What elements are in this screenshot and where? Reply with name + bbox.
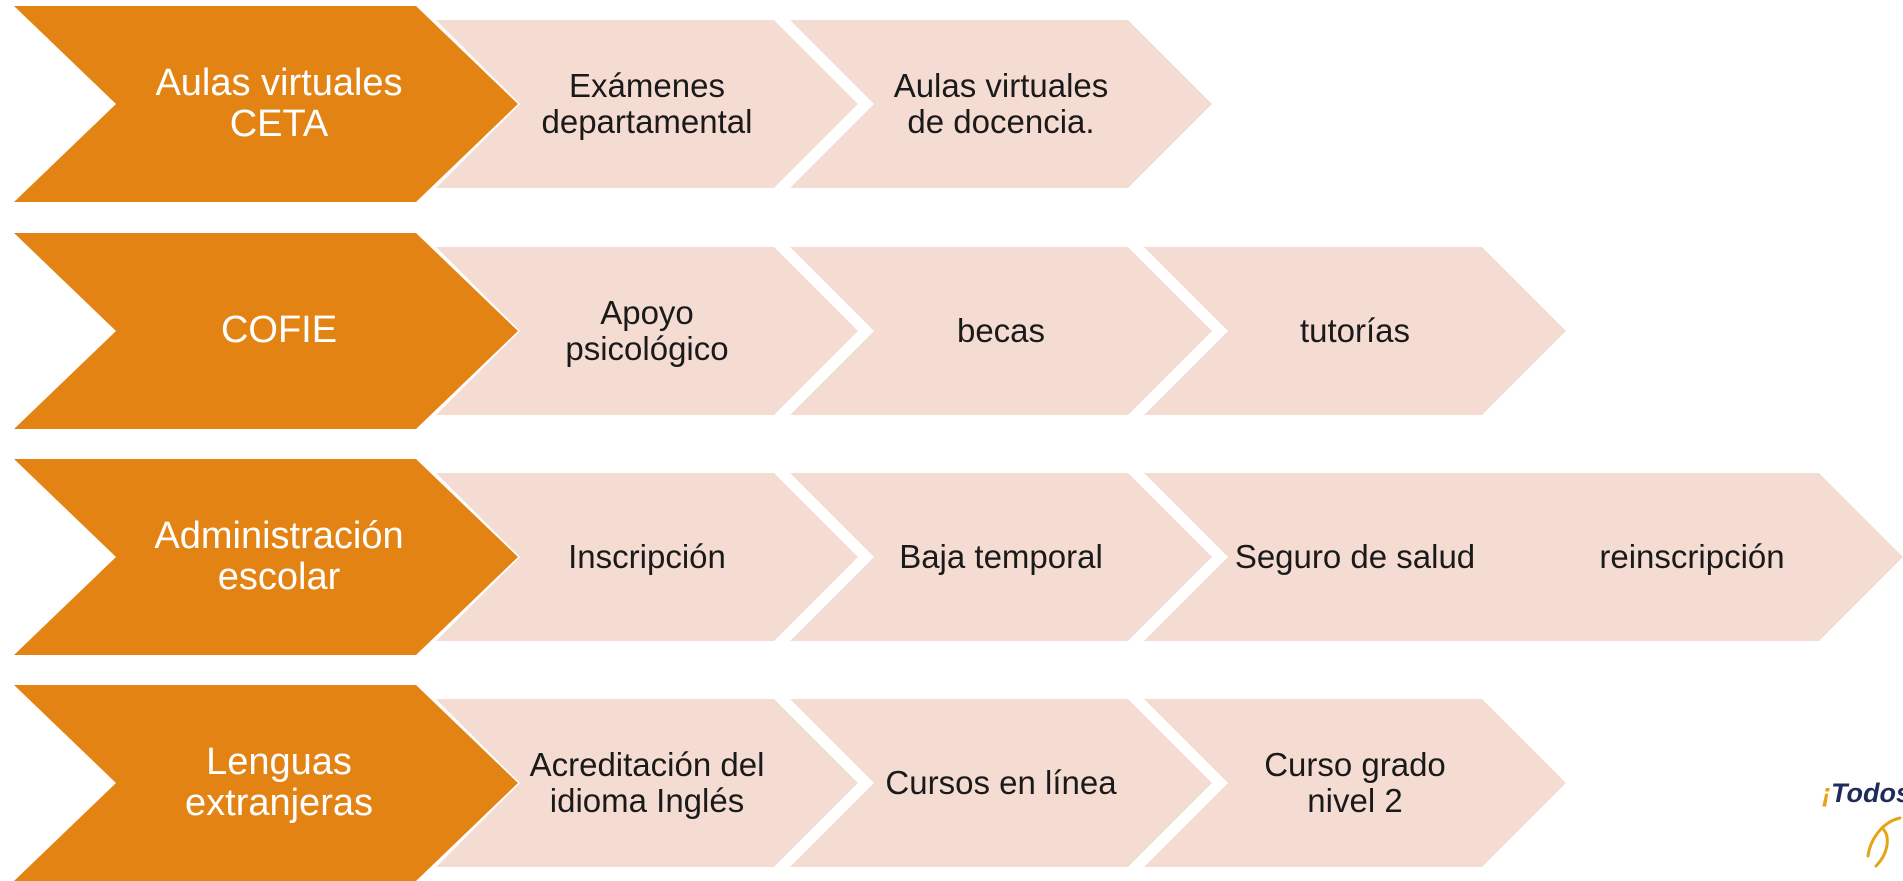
- row-administracion-escolar: Administración escolar Inscripción Baja …: [0, 459, 1903, 655]
- row-aulas-virtuales: Aulas virtuales CETA Exámenes departamen…: [0, 6, 1903, 202]
- sub-chevron-aulas-docencia: Aulas virtuales de docencia.: [790, 20, 1212, 188]
- main-chevron-lenguas-extranjeras: Lenguas extranjeras: [14, 685, 518, 881]
- logo-text: ¡Todos: [1822, 778, 1903, 808]
- row-cofie: COFIE Apoyo psicológico becas tutorías: [0, 233, 1903, 429]
- sub-chevron-acreditacion-ingles: Acreditación del idioma Inglés: [436, 699, 858, 867]
- todos-logo: ¡Todos: [1822, 778, 1903, 876]
- script-swash-logo-icon: [1866, 816, 1902, 868]
- row-lenguas-extranjeras: Lenguas extranjeras Acreditación del idi…: [0, 685, 1903, 881]
- sub-chevron-apoyo-psicologico: Apoyo psicológico: [436, 247, 858, 415]
- main-chevron-administracion-escolar: Administración escolar: [14, 459, 518, 655]
- main-chevron-cofie: COFIE: [14, 233, 518, 429]
- main-chevron-aulas-virtuales: Aulas virtuales CETA: [14, 6, 518, 202]
